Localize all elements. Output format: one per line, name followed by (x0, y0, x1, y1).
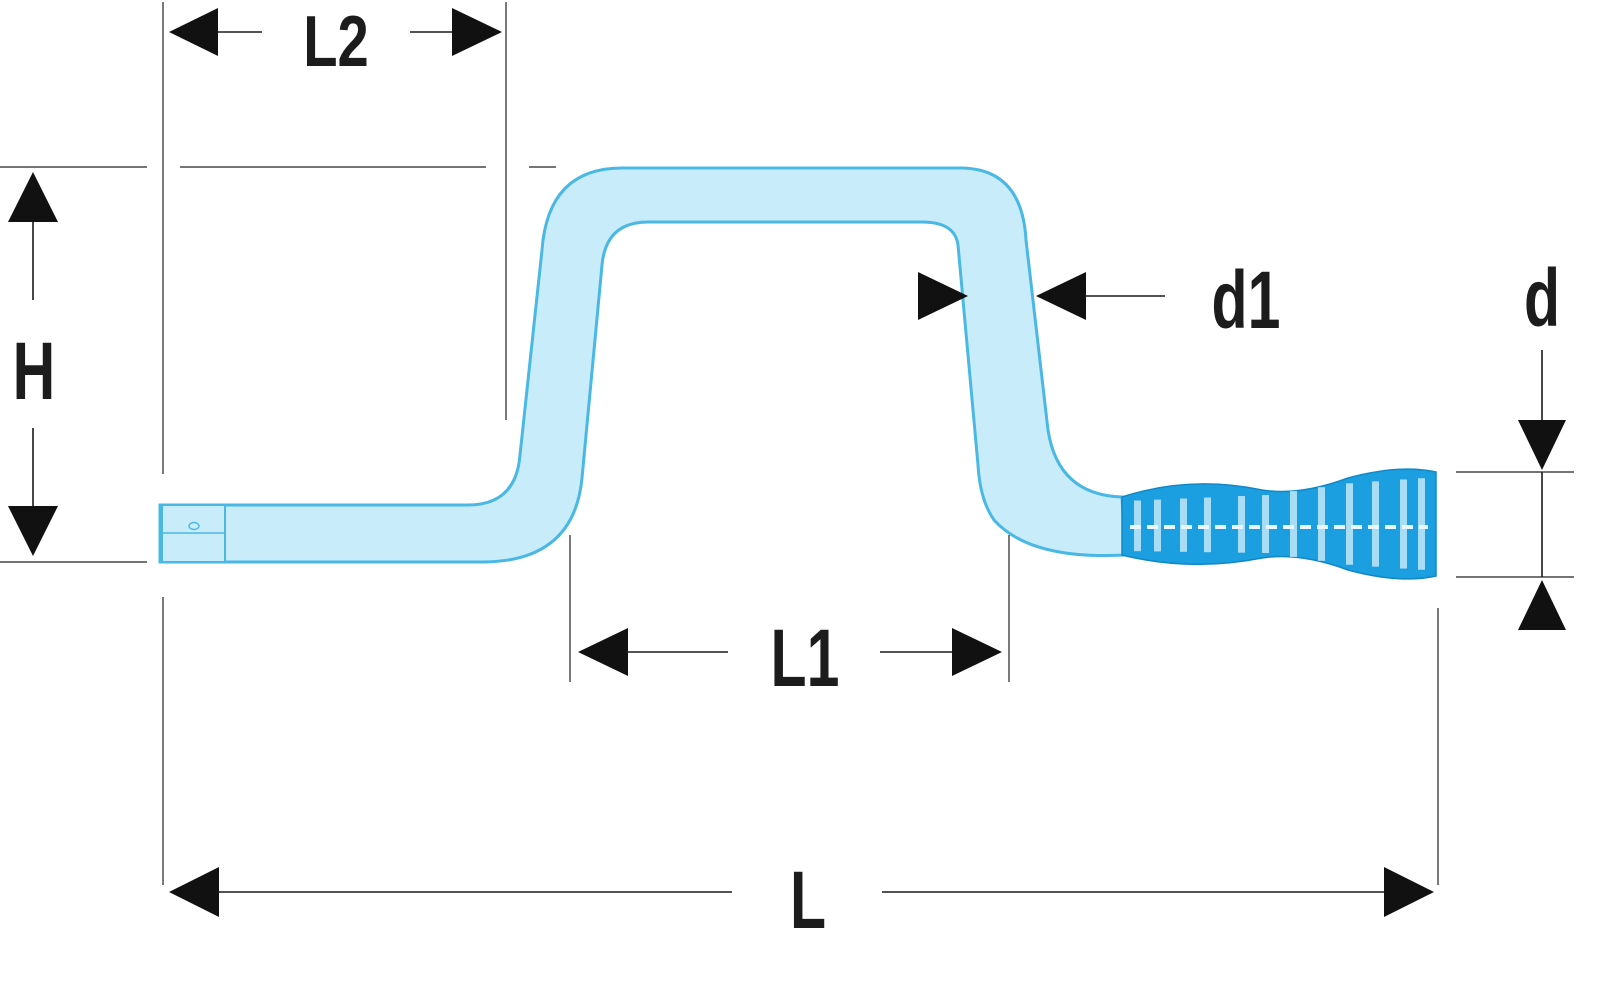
label-d1: d1 (1212, 255, 1281, 347)
label-l1: L1 (771, 613, 840, 705)
handle-stripe (1204, 497, 1211, 553)
label-h: H (13, 326, 56, 418)
arrow-right-icon (452, 8, 502, 56)
handle-stripe (1372, 481, 1379, 567)
arrow-down-icon (1518, 420, 1566, 470)
arrow-down-icon (8, 506, 58, 556)
square-drive-end-icon (161, 504, 226, 563)
dimension-d: d (1518, 253, 1566, 630)
dimension-h: H (8, 172, 58, 556)
arrow-left-icon (169, 867, 219, 917)
label-d: d (1524, 253, 1560, 345)
grip-handle-icon (1121, 468, 1437, 580)
arrow-left-icon (169, 8, 218, 56)
handle-body (1121, 468, 1437, 580)
handle-stripe (1400, 479, 1407, 569)
handle-stripe (1318, 487, 1325, 561)
offset-bar (158, 166, 1127, 564)
arrow-right-icon (952, 628, 1002, 676)
label-l: L (790, 855, 826, 947)
dimension-l2: L2 (169, 1, 502, 82)
arrow-up-icon (1518, 580, 1566, 630)
dimension-l1: L1 (578, 613, 1002, 705)
dimension-d1: d1 (918, 255, 1281, 347)
handle-stripe (1346, 483, 1353, 565)
arrow-left-icon (1036, 272, 1086, 320)
handle-stripe (1418, 478, 1425, 570)
handle-stripe (1238, 496, 1245, 553)
tool (158, 166, 1437, 580)
extension-lines (0, 2, 1574, 885)
label-l2: L2 (303, 1, 369, 81)
arrow-right-icon (1384, 867, 1434, 917)
arrow-up-icon (8, 172, 58, 222)
handle-stripe (1290, 491, 1297, 557)
handle-stripe (1262, 495, 1269, 553)
arrow-left-icon (578, 628, 628, 676)
arrow-right-icon (918, 272, 968, 320)
dimension-l: L (169, 855, 1434, 947)
